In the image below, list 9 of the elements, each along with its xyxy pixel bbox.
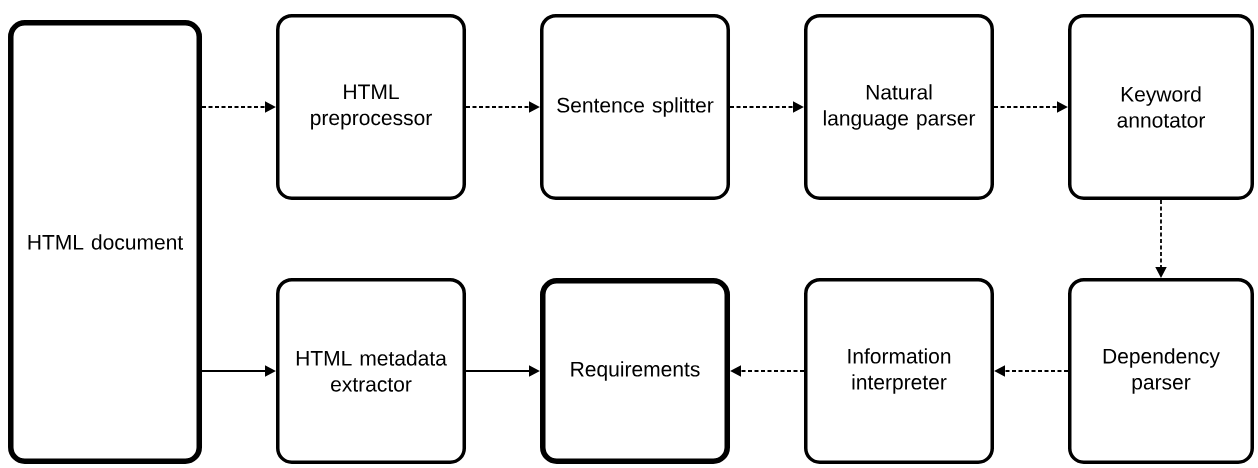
process-box: Natural language parser (804, 14, 994, 200)
process-box: HTML metadata extractor (276, 278, 466, 464)
process-box: HTML document (8, 20, 202, 464)
process-box: Information interpreter (804, 278, 994, 464)
process-box: HTML preprocessor (276, 14, 466, 200)
process-box: Requirements (540, 278, 730, 464)
process-box: Dependency parser (1068, 278, 1254, 464)
process-box: Sentence splitter (540, 14, 730, 200)
process-box: Keyword annotator (1068, 14, 1254, 200)
